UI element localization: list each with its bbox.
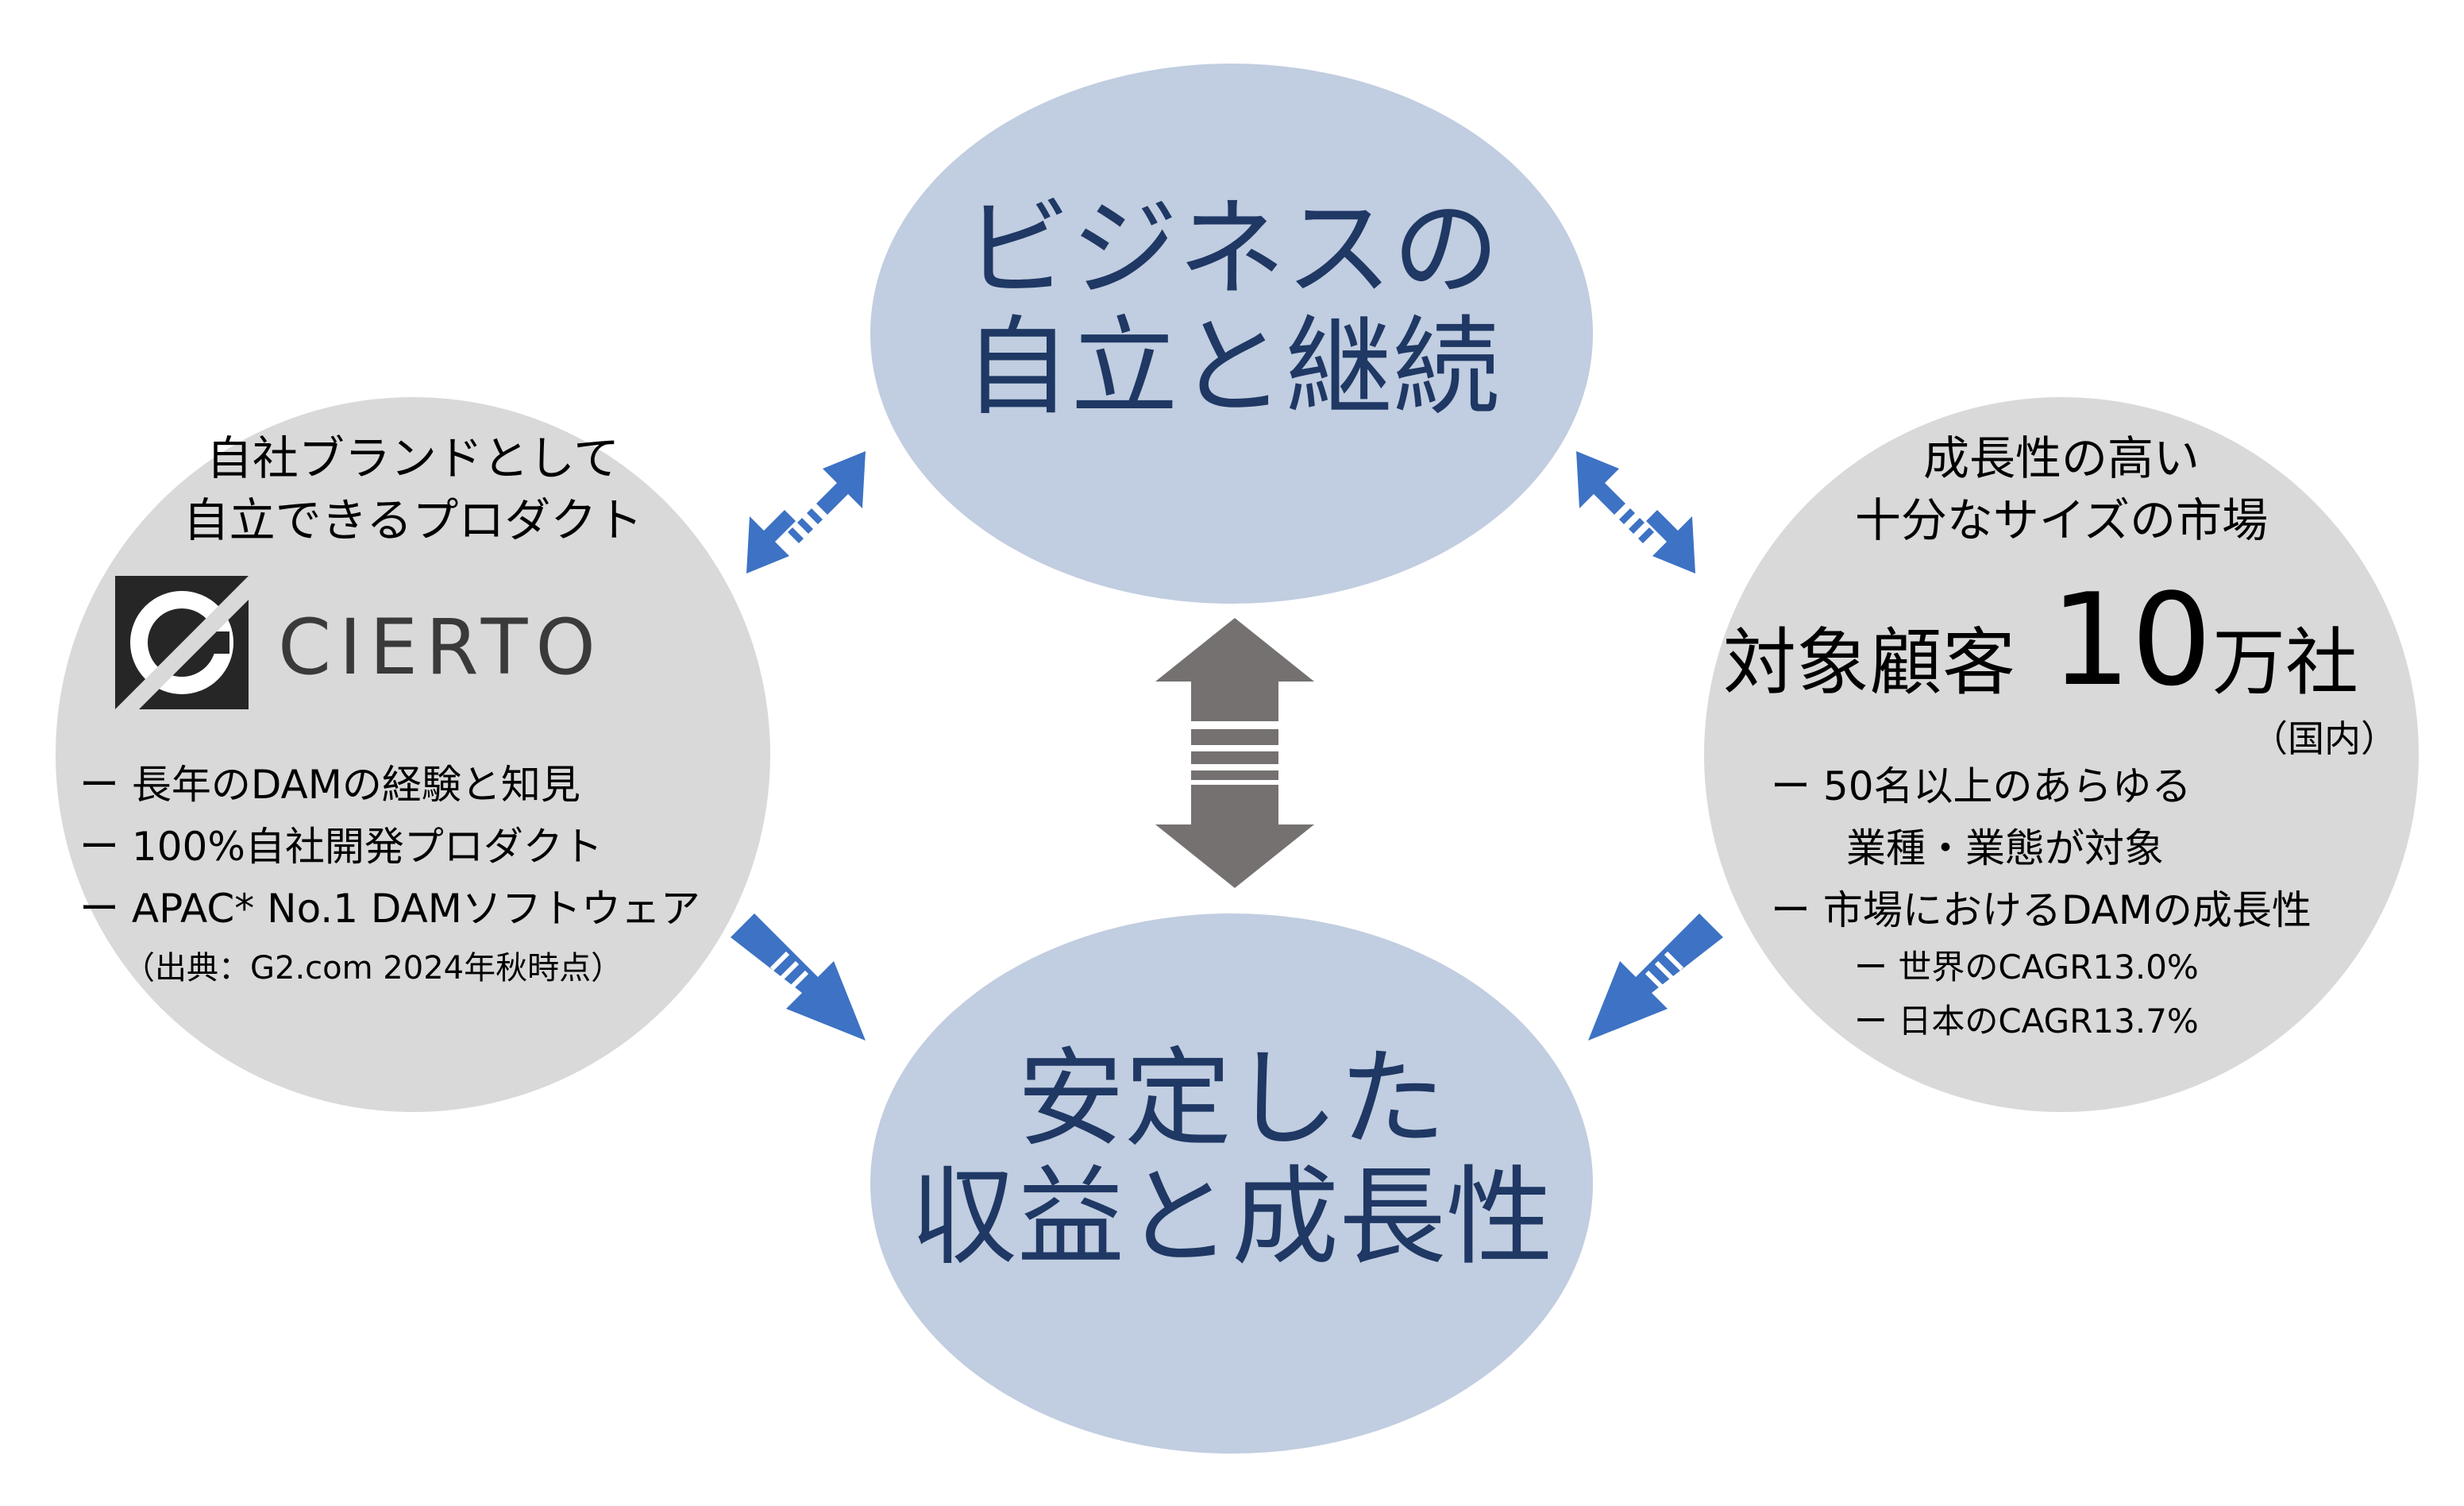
left-source-note: （出典：G2.com 2024年秋時点） bbox=[123, 950, 623, 987]
right-sub-bullet-2: ー 日本のCAGR13.7% bbox=[1854, 1002, 2199, 1041]
cierto-logo-text: CIERTO bbox=[278, 603, 603, 692]
top-circle-line2: 自立と継続 bbox=[963, 304, 1500, 430]
left-heading-2: 自立できるプロダクト bbox=[183, 493, 643, 547]
target-customers-suffix: 万社 bbox=[2212, 620, 2359, 705]
left-bullet-1: ー 長年のDAMの経験と知見 bbox=[79, 762, 580, 808]
right-bullet-1-line-2: 業種・業態が対象 bbox=[1846, 825, 2164, 871]
top-circle-line1: ビジネスの bbox=[963, 187, 1500, 311]
double-arrow-top-right-icon bbox=[1576, 451, 1695, 573]
arrow-left-to-bottom-icon bbox=[731, 913, 866, 1041]
right-heading-1: 成長性の高い bbox=[1922, 431, 2200, 485]
right-heading-2: 十分なサイズの市場 bbox=[1854, 493, 2269, 547]
bottom-circle-line2: 収益と成長性 bbox=[910, 1154, 1553, 1280]
arrow-right-to-bottom-icon bbox=[1588, 913, 1723, 1041]
target-customers-prefix: 対象顧客 bbox=[1723, 620, 2016, 705]
top-ellipse bbox=[870, 64, 1593, 604]
cierto-logo-mark-icon bbox=[115, 576, 249, 709]
cierto-logo: CIERTO bbox=[115, 576, 639, 709]
target-customers-number: 10 bbox=[2050, 566, 2212, 714]
left-bullet-2: ー 100%自社開発プロダクト bbox=[79, 824, 603, 870]
bottom-circle-line1: 安定した bbox=[1017, 1037, 1446, 1161]
left-heading-1: 自社ブランドとして bbox=[206, 431, 620, 485]
right-sub-bullet-1: ー 世界のCAGR13.0% bbox=[1854, 948, 2199, 987]
bottom-circle-title: 安定した 収益と成長性 bbox=[870, 1037, 1593, 1280]
top-circle-title: ビジネスの 自立と継続 bbox=[870, 187, 1593, 430]
right-ellipse bbox=[1704, 397, 2419, 1112]
right-bullet-2: ー 市場におけるDAMの成長性 bbox=[1771, 887, 2312, 933]
double-arrow-left-top-icon bbox=[746, 451, 866, 573]
right-bullet-1-line-1: ー 50名以上のあらゆる bbox=[1771, 763, 2192, 809]
vertical-double-arrow-icon bbox=[1155, 618, 1314, 888]
left-bullet-3: ー APAC* No.1 DAMソフトウェア bbox=[79, 886, 700, 932]
target-customers-note: （国内） bbox=[2251, 717, 2397, 760]
bottom-ellipse bbox=[870, 913, 1593, 1454]
left-ellipse bbox=[56, 397, 770, 1112]
